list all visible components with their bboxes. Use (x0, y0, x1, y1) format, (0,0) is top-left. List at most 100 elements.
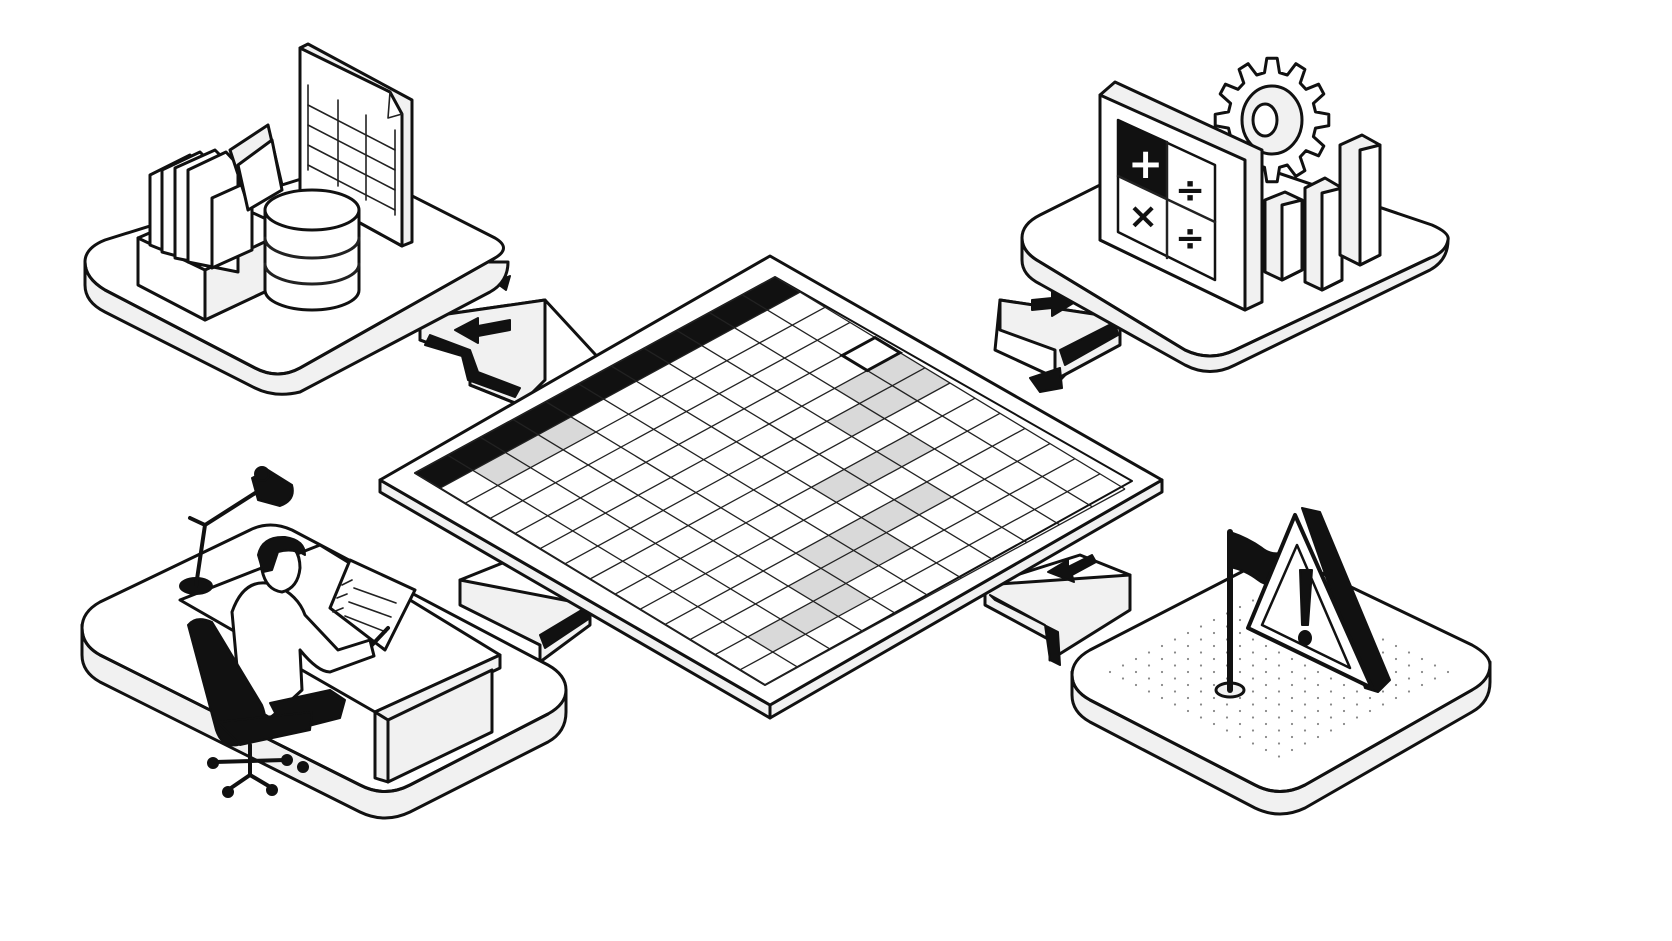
texture-dot (1134, 657, 1138, 661)
connector-bridge-bottom-left (458, 558, 592, 664)
texture-dot (1407, 651, 1411, 654)
texture-dot (1186, 670, 1190, 674)
texture-dot (1147, 690, 1151, 693)
texture-dot (1394, 644, 1398, 648)
texture-dot (1186, 683, 1190, 687)
texture-dot (1407, 677, 1411, 680)
highlighted-cell (826, 403, 885, 437)
texture-dot (1251, 638, 1255, 641)
texture-dot (1225, 716, 1229, 719)
texture-dot (1264, 657, 1268, 661)
texture-dot (1199, 651, 1203, 654)
grid-row-line (414, 276, 776, 474)
texture-dot (1329, 716, 1333, 719)
grid-row-line (564, 367, 926, 565)
texture-dot (1160, 644, 1164, 648)
person-icon (230, 535, 390, 733)
texture-dot (1173, 638, 1177, 641)
texture-dot (1290, 670, 1294, 674)
spreadsheet-board (378, 254, 1164, 720)
highlighted-cell (876, 433, 935, 467)
texture-dot (1446, 670, 1450, 674)
header-cell (447, 437, 506, 471)
texture-dot (1264, 709, 1268, 713)
highlighted-cell (853, 532, 912, 566)
texture-dot (1355, 716, 1359, 719)
folder-organizer-icon (136, 123, 292, 322)
texture-dot (1433, 677, 1437, 680)
header-cell (480, 419, 539, 453)
grid-row-line (639, 412, 1001, 610)
grid-row-line (664, 427, 1026, 625)
texture-dot (1147, 651, 1151, 654)
highlighted-cell (505, 434, 564, 468)
divide-symbol-2: ÷ (1175, 218, 1205, 259)
texture-dot (1394, 683, 1398, 687)
texture-dot (1264, 735, 1268, 739)
texture-dot (1381, 638, 1385, 641)
texture-dot (1329, 729, 1333, 732)
texture-dot (1238, 696, 1242, 700)
texture-dot (1238, 618, 1242, 622)
texture-dot (1160, 657, 1164, 661)
texture-dot (1186, 657, 1190, 661)
texture-dot (1173, 703, 1177, 706)
texture-dot (1290, 709, 1294, 713)
texture-dot (1290, 683, 1294, 687)
divide-symbol: ÷ (1175, 170, 1205, 211)
texture-dot (1173, 690, 1177, 693)
grid-row-line (714, 458, 1076, 656)
texture-dot (1147, 664, 1151, 667)
header-cell (742, 277, 800, 310)
highlighted-cell (834, 370, 893, 404)
texture-dot (1420, 670, 1424, 674)
texture-dot (1121, 677, 1125, 680)
texture-dot (1160, 696, 1164, 700)
highlighted-cell (828, 517, 887, 551)
texture-dot (1394, 670, 1398, 674)
texture-dot (1316, 670, 1320, 674)
texture-dot (1329, 703, 1333, 706)
header-cell (415, 455, 473, 489)
platform-calculations: + ÷ × ÷ (1020, 56, 1450, 373)
grid-row-line (514, 337, 876, 535)
highlighted-cell (867, 352, 925, 386)
texture-dot (1251, 703, 1255, 706)
texture-dot (1407, 664, 1411, 667)
texture-dot (1303, 690, 1307, 693)
grid-row-line (739, 473, 1101, 671)
texture-dot (1199, 625, 1203, 628)
grid-row-line (589, 382, 951, 580)
header-cell (513, 401, 571, 435)
texture-dot (1329, 690, 1333, 693)
texture-dot (1381, 690, 1385, 693)
texture-dot (1290, 657, 1294, 661)
texture-dot (1199, 677, 1203, 680)
highlighted-cell (795, 535, 854, 569)
texture-dot (1238, 657, 1242, 661)
texture-dot (1303, 716, 1307, 719)
arrow-left-icon (1047, 554, 1097, 583)
highlighted-cell (813, 583, 871, 617)
texture-dot (1342, 696, 1346, 700)
texture-dot (1160, 670, 1164, 674)
texture-dot (1290, 696, 1294, 700)
multiply-symbol: × (1128, 196, 1158, 237)
texture-dot (1212, 696, 1216, 700)
highlighted-cell (780, 601, 839, 635)
header-cell (578, 366, 637, 400)
texture-dot (1147, 677, 1151, 680)
highlighted-cell (747, 619, 806, 653)
texture-dot (1212, 631, 1216, 635)
texture-dot (1303, 703, 1307, 706)
grid-row-line (614, 397, 976, 595)
texture-dot (1316, 696, 1320, 700)
texture-dot (1199, 703, 1203, 706)
texture-dot (1277, 651, 1281, 654)
texture-dot (1212, 618, 1216, 622)
texture-dot (1303, 664, 1307, 667)
platform-risk (1070, 507, 1492, 816)
texture-dot (1134, 670, 1138, 674)
texture-dot (1199, 716, 1203, 719)
header-cell (545, 383, 604, 417)
